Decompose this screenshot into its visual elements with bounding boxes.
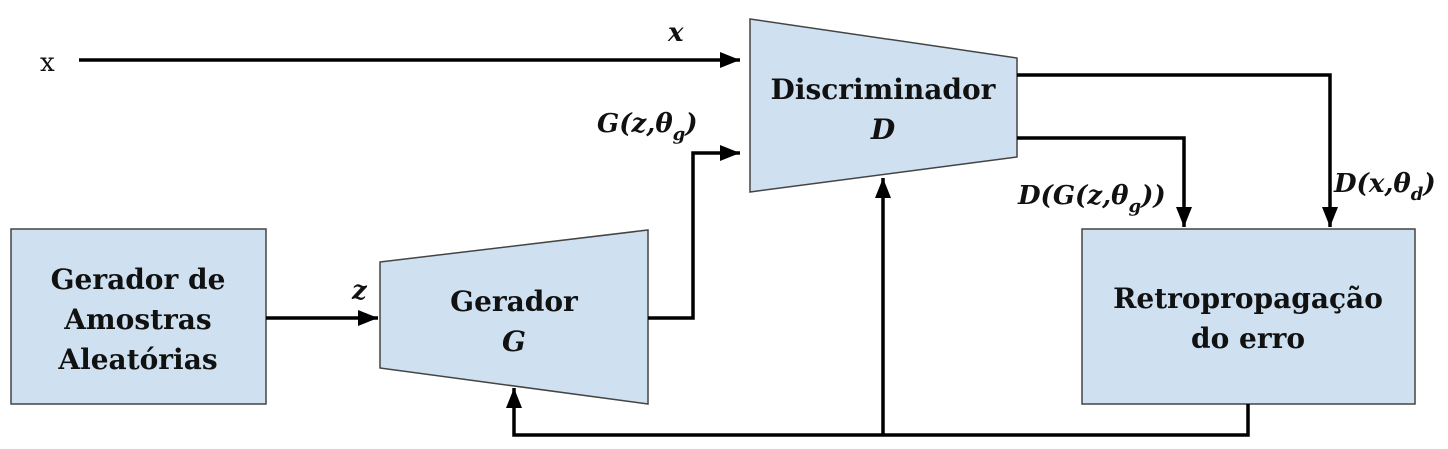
generator-output-label: G(z,θg) — [597, 109, 698, 145]
discriminator-box — [749, 18, 1018, 193]
generator-label-1: Gerador — [450, 285, 579, 318]
edge-discriminator-fake-to-backprop — [1017, 136, 1192, 227]
input-x-label: x — [40, 48, 55, 78]
sampler-label-3: Aleatórias — [57, 343, 217, 376]
generator-label-2: G — [502, 325, 526, 358]
edge-generator-to-discriminator — [648, 145, 740, 320]
edge-backprop-feedback — [506, 388, 1250, 437]
discriminator-fake-label: D(G(z,θg)) — [1017, 181, 1166, 217]
edge-z-label: z — [351, 276, 368, 306]
edge-discriminator-real-to-backprop — [1017, 73, 1338, 227]
discriminator-label-1: Discriminador — [771, 73, 997, 106]
edge-x-label: x — [667, 18, 684, 48]
sampler-label-2: Amostras — [63, 303, 211, 336]
backprop-label-2: do erro — [1191, 322, 1305, 355]
discriminator-real-label: D(x,θd) — [1333, 169, 1436, 205]
sampler-box — [10, 228, 267, 405]
sampler-label-1: Gerador de — [51, 263, 226, 296]
discriminator-label-2: D — [870, 113, 896, 146]
generator-box — [379, 229, 649, 405]
backprop-label-1: Retropropagação — [1113, 282, 1383, 315]
backprop-box — [1081, 228, 1416, 405]
